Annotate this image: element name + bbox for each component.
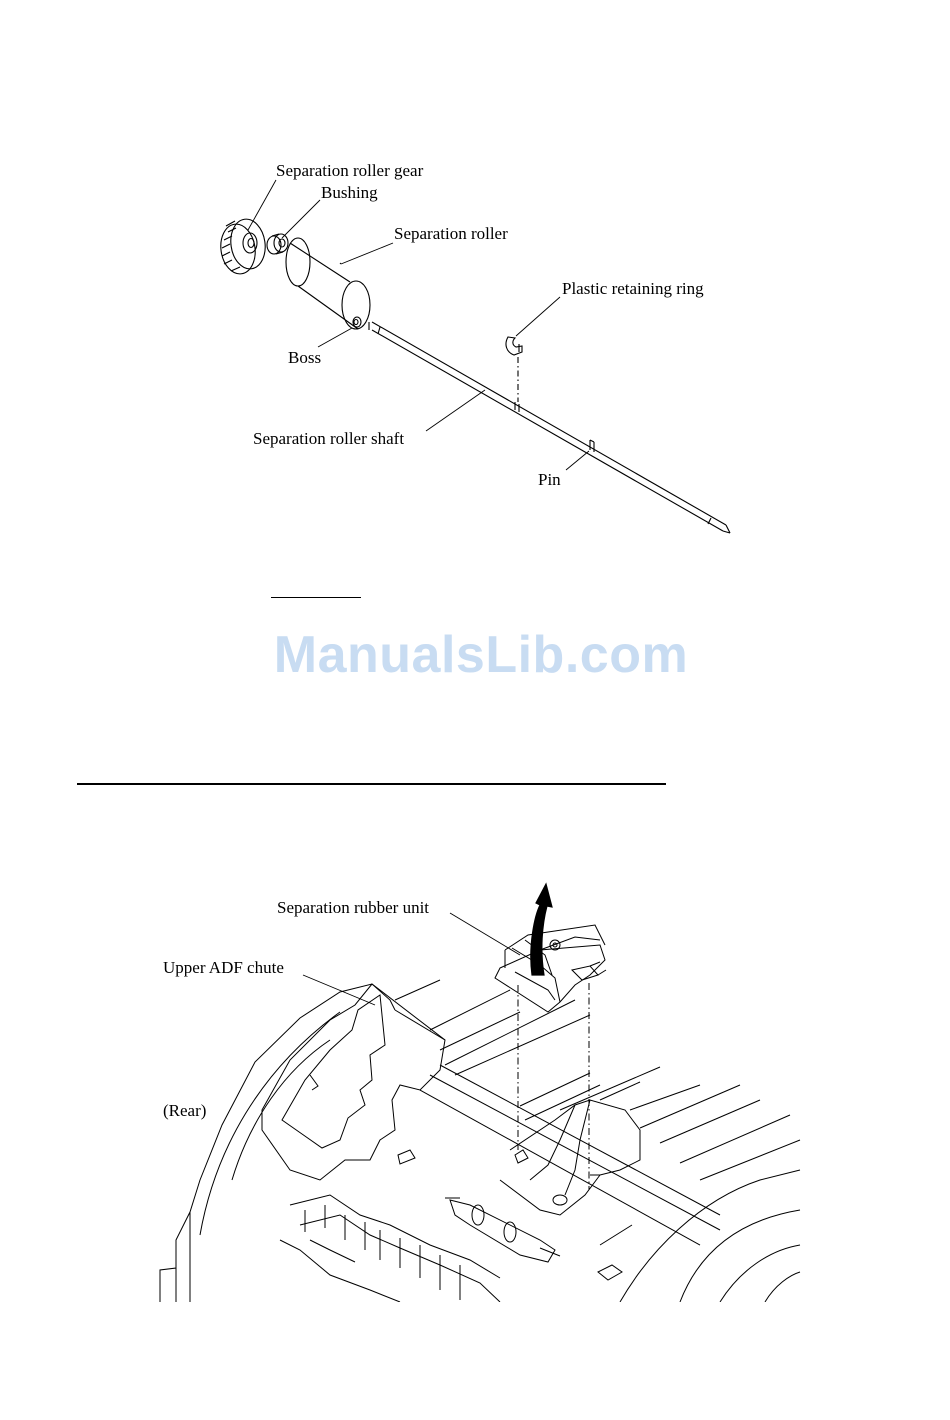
upper-adf-chute-label: Upper ADF chute	[163, 958, 284, 978]
removal-arrow	[531, 884, 552, 975]
separation-rubber-unit-label: Separation rubber unit	[277, 898, 429, 918]
rear-label: (Rear)	[163, 1101, 206, 1121]
